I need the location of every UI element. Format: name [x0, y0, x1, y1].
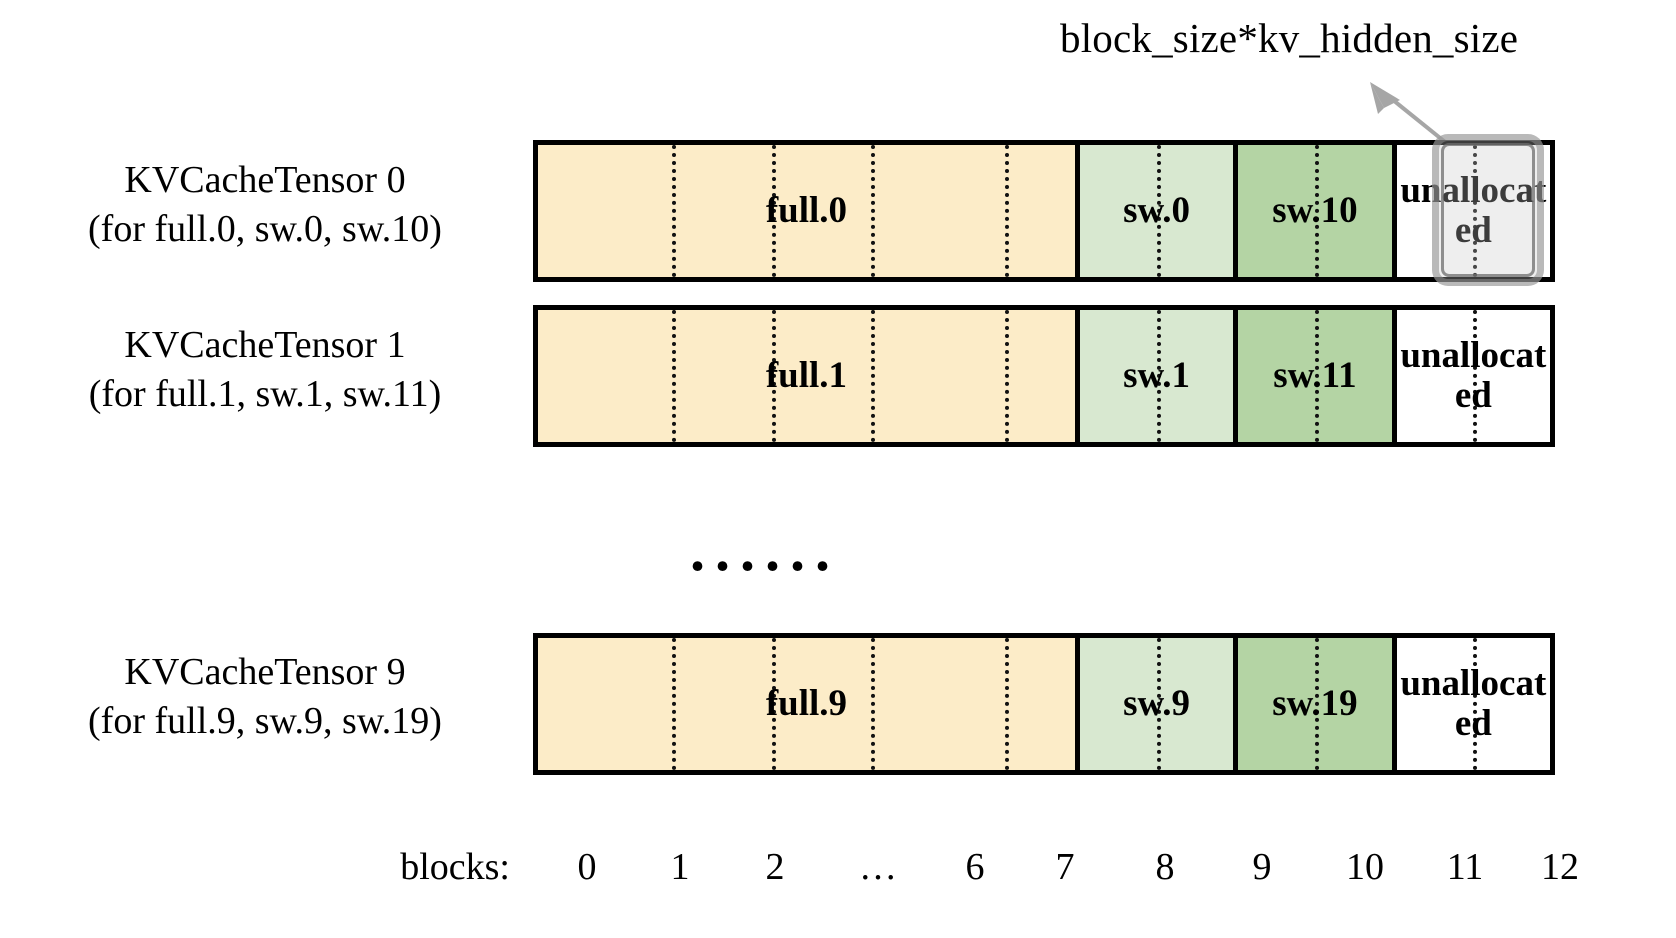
- kvcachetensor-0-bar: full.0 sw.0 sw.10 unallocated: [533, 140, 1555, 282]
- segment-sw-0[interactable]: sw.0: [1079, 145, 1239, 277]
- segment-sw-1[interactable]: sw.1: [1079, 310, 1239, 442]
- row-label-line1: KVCacheTensor 0: [124, 159, 406, 201]
- axis-tick-10: 10: [1346, 846, 1384, 888]
- axis-tick-9: 9: [1252, 846, 1272, 888]
- row-label-tensor-9: KVCacheTensor 9 (for full.9, sw.9, sw.19…: [30, 648, 500, 745]
- segment-label: full.1: [765, 355, 848, 397]
- row-label-tensor-0: KVCacheTensor 0 (for full.0, sw.0, sw.10…: [30, 156, 500, 253]
- axis-tick-8: 8: [1155, 846, 1175, 888]
- segment-sw-9[interactable]: sw.9: [1079, 638, 1239, 770]
- vertical-ellipsis: ......: [690, 517, 840, 583]
- row-label-line2: (for full.1, sw.1, sw.11): [88, 372, 442, 415]
- row-label-line2: (for full.0, sw.0, sw.10): [88, 207, 442, 250]
- segment-sw-11[interactable]: sw.11: [1238, 310, 1397, 442]
- row-label-line1: KVCacheTensor 1: [124, 324, 406, 366]
- segment-sw-10[interactable]: sw.10: [1238, 145, 1397, 277]
- segment-full-1[interactable]: full.1: [538, 310, 1080, 442]
- row-label-line2: (for full.9, sw.9, sw.19): [88, 699, 442, 742]
- axis-tick-1: 1: [670, 846, 690, 888]
- segment-unallocated-9[interactable]: unallocated: [1396, 638, 1551, 770]
- axis-tick-6: 6: [965, 846, 985, 888]
- block-size-annotation-label: block_size*kv_hidden_size: [1060, 15, 1519, 61]
- axis-tick-12: 12: [1541, 846, 1579, 888]
- segment-full-9[interactable]: full.9: [538, 638, 1080, 770]
- axis-tick-11: 11: [1446, 846, 1484, 888]
- blocks-axis: blocks: 0 1 2 … 6 7 8 9 10 11 12: [0, 845, 1676, 905]
- axis-tick-7: 7: [1055, 846, 1075, 888]
- axis-tick-2: 2: [765, 846, 785, 888]
- kvcachetensor-1-bar: full.1 sw.1 sw.11 unallocated: [533, 305, 1555, 447]
- segment-label: full.9: [765, 683, 848, 725]
- axis-tick-0: 0: [577, 846, 597, 888]
- kvcachetensor-9-bar: full.9 sw.9 sw.19 unallocated: [533, 633, 1555, 775]
- segment-sw-19[interactable]: sw.19: [1238, 638, 1397, 770]
- segment-unallocated-1[interactable]: unallocated: [1396, 310, 1551, 442]
- row-label-line1: KVCacheTensor 9: [124, 651, 406, 693]
- block-11-highlight[interactable]: [1432, 134, 1544, 286]
- axis-title: blocks:: [400, 846, 510, 888]
- row-label-tensor-1: KVCacheTensor 1 (for full.1, sw.1, sw.11…: [30, 321, 500, 418]
- segment-label: full.0: [765, 190, 848, 232]
- axis-tick-ellipsis: …: [859, 846, 897, 888]
- segment-full-0[interactable]: full.0: [538, 145, 1080, 277]
